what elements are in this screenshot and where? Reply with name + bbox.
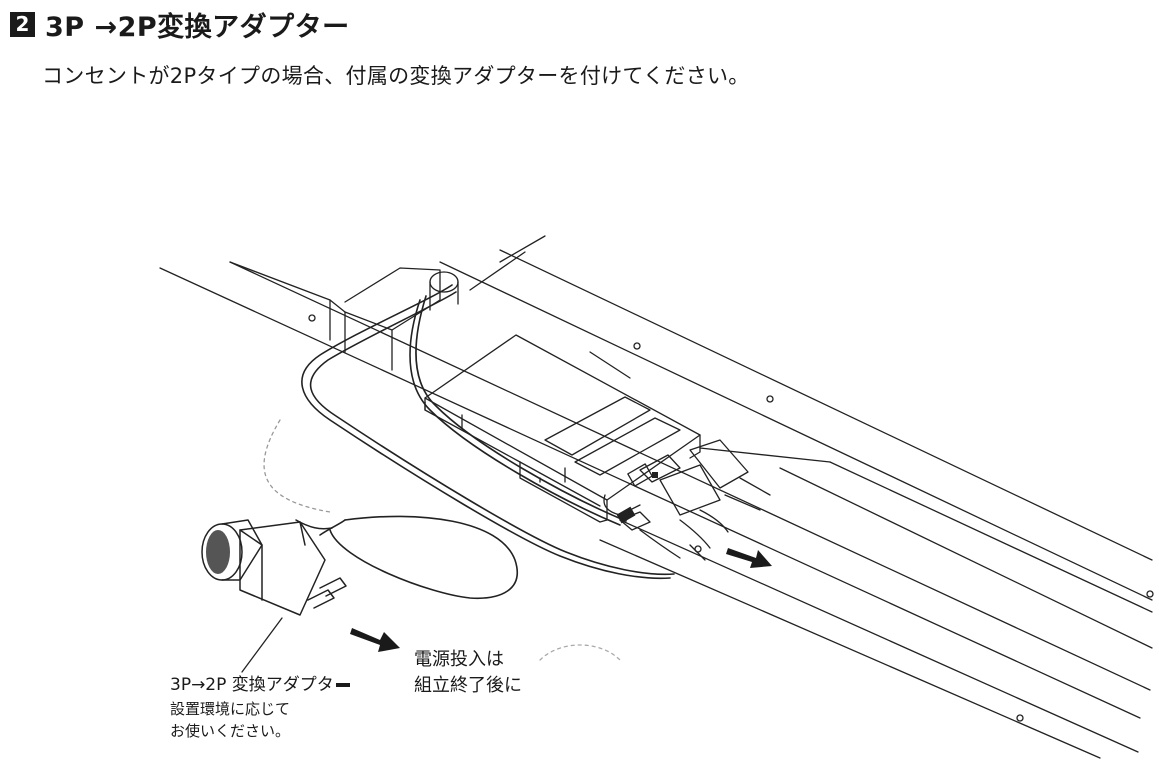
section-title: 3P →2P変換アダプター xyxy=(45,11,350,43)
frame-rails xyxy=(159,235,1154,759)
step-number-badge: 2 xyxy=(10,11,35,37)
section-heading: 2 3P →2P変換アダプター xyxy=(10,4,350,44)
mounting-bracket xyxy=(344,267,459,371)
direction-arrow-plug xyxy=(350,628,400,652)
plug-adapter xyxy=(201,519,347,616)
power-supply-box xyxy=(424,334,701,523)
connector-cluster xyxy=(603,439,771,561)
direction-arrow-cable xyxy=(726,548,772,568)
dash-mark xyxy=(335,683,350,687)
power-on-note: 電源投入は 組立終了後に xyxy=(414,649,522,696)
adapter-usage-note: 設置環境に応じて お使いください。 xyxy=(170,700,291,740)
cable-loop xyxy=(301,284,675,600)
instruction-text: コンセントが2Pタイプの場合、付属の変換アダプターを付けてください。 xyxy=(42,64,750,88)
adapter-leader-line xyxy=(241,617,283,673)
adapter-label: 3P→2P 変換アダプタ xyxy=(170,670,350,695)
